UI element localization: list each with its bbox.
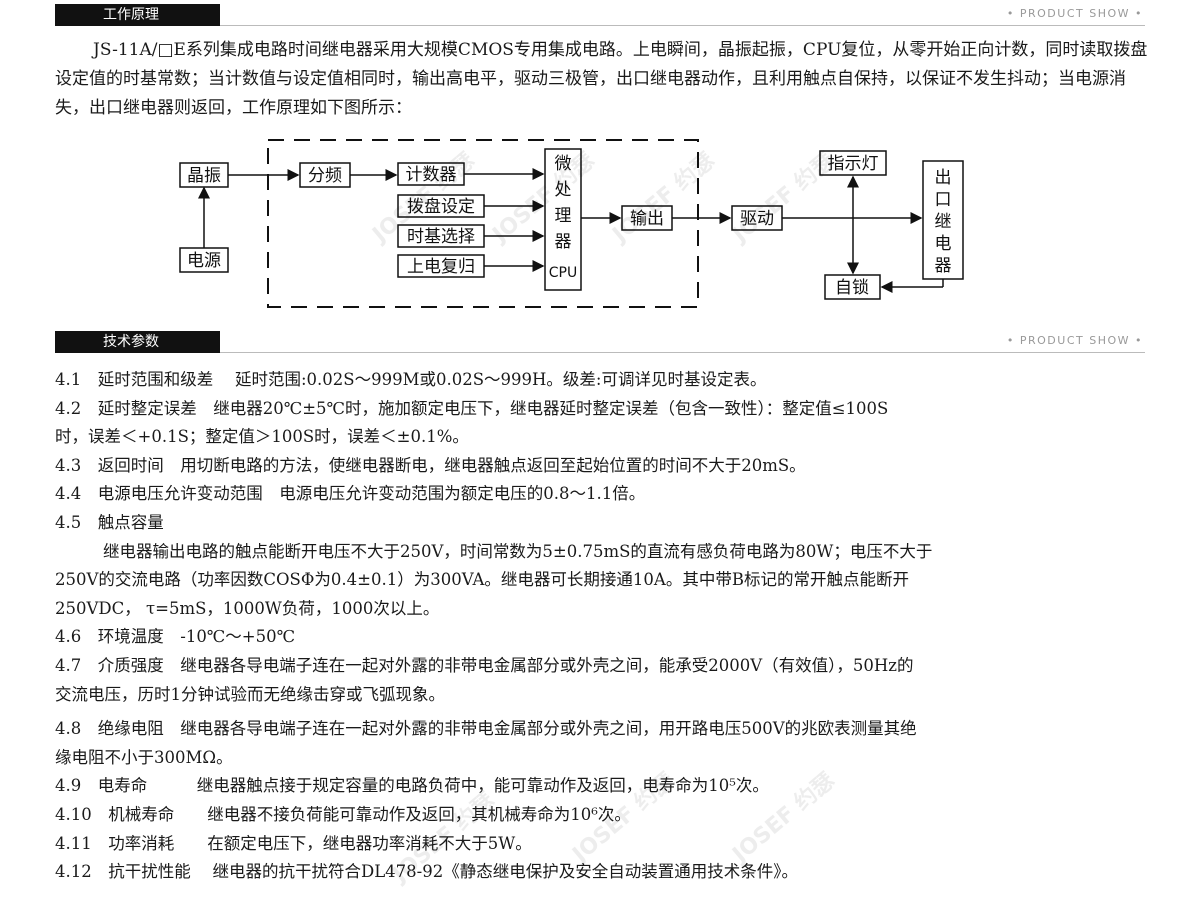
label-crystal: 晶振 [187, 166, 221, 186]
label-cpu-4: 器 [555, 232, 572, 252]
label-timebase: 时基选择 [407, 227, 475, 247]
label-cpu-3: 理 [555, 206, 572, 226]
label-relay-3: 继 [935, 212, 952, 232]
spec-line-4-10: 4.10 机械寿命 继电器不接负荷能可靠动作及返回，其机械寿命为10⁶次。 [55, 804, 631, 824]
label-counter: 计数器 [406, 165, 457, 185]
spec-line-4-2: 4.2 延时整定误差 继电器20℃±5℃时，施加额定电压下，继电器延时整定误差（… [55, 398, 889, 418]
label-cpu-2: 处 [555, 180, 572, 200]
spec-line-4-8: 4.8 绝缘电阻 继电器各导电端子连在一起对外露的非带电金属部分或外壳之间，用开… [55, 719, 917, 739]
product-show-tag: • PRODUCT SHOW • [1004, 7, 1145, 20]
box-divider [299, 162, 351, 188]
divider [220, 25, 1145, 26]
label-cpu-5: CPU [549, 265, 577, 281]
section-header-principle: 工作原理 • PRODUCT SHOW • [55, 4, 1145, 26]
spec-line-4-5: 4.5 触点容量 [55, 512, 164, 532]
box-relay [922, 160, 964, 280]
spec-line-4-9: 4.9 电寿命 继电器触点接于规定容量的电路负荷中，能可靠动作及返回，电寿命为1… [55, 776, 769, 796]
label-relay-1: 出 [935, 168, 952, 188]
section-header-tech: 技术参数 • PRODUCT SHOW • [55, 331, 1145, 353]
label-cpu-1: 微 [555, 154, 572, 174]
spec-line-4-4: 4.4 电源电压允许变动范围 电源电压允许变动范围为额定电压的0.8～1.1倍。 [55, 484, 646, 504]
label-power: 电源 [187, 251, 221, 271]
label-output: 输出 [630, 209, 664, 229]
label-drive: 驱动 [740, 209, 774, 229]
spec-line-4-6: 4.6 环境温度 -10℃～+50℃ [55, 627, 296, 647]
box-cpu [544, 148, 582, 291]
block-diagram: 晶振 电源 分频 计数器 拨盘设定 时基选择 上电复归 微 处 理 器 CPU … [179, 139, 964, 308]
box-power [179, 247, 229, 273]
principle-paragraph: JS-11A/□E系列集成电路时间继电器采用大规模CMOS专用集成电路。上电瞬间… [55, 40, 1148, 118]
spec-line-4-12: 4.12 抗干扰性能 继电器的抗干扰符合DL478-92《静态继电保护及安全自动… [55, 862, 798, 882]
label-relay-2: 口 [935, 190, 952, 210]
label-indicator: 指示灯 [828, 154, 879, 174]
label-divider: 分频 [308, 166, 342, 186]
label-relay-5: 器 [935, 256, 952, 276]
section-title: 工作原理 [55, 4, 220, 26]
spec-list: 4.1 延时范围和级差 延时范围:0.02S～999M或0.02S～999H。级… [55, 366, 1150, 887]
box-selflock [824, 274, 881, 300]
label-reset: 上电复归 [407, 257, 475, 277]
spec-line-4-5-c: 250VDC， τ=5mS，1000W负荷，1000次以上。 [55, 598, 440, 618]
label-dial: 拨盘设定 [407, 197, 475, 217]
spec-line-4-2-cont: 时，误差＜+0.1S；整定值＞100S时，误差＜±0.1%。 [55, 427, 469, 447]
label-relay-4: 电 [935, 234, 952, 254]
spec-line-4-5-a: 继电器输出电路的触点能断开电压不大于250V，时间常数为5±0.75mS的直流有… [103, 541, 933, 561]
box-drive [731, 205, 783, 231]
spec-line-4-3: 4.3 返回时间 用切断电路的方法，使继电器断电，继电器触点返回至起始位置的时间… [55, 455, 806, 475]
spec-line-4-1: 4.1 延时范围和级差 延时范围:0.02S～999M或0.02S～999H。级… [55, 370, 767, 389]
spec-line-4-5-b: 250V的交流电路（功率因数COSΦ为0.4±0.1）为300VA。继电器可长期… [55, 570, 909, 590]
section-title: 技术参数 [55, 331, 220, 353]
spec-line-4-11: 4.11 功率消耗 在额定电压下，继电器功率消耗不大于5W。 [55, 833, 532, 853]
dashed-boundary [267, 139, 699, 308]
product-show-tag: • PRODUCT SHOW • [1004, 334, 1145, 347]
box-indicator [819, 150, 887, 176]
spec-line-4-7-cont: 交流电压，历时1分钟试验而无绝缘击穿或飞弧现象。 [55, 684, 445, 704]
label-selflock: 自锁 [835, 278, 869, 298]
spec-line-4-8-cont: 缘电阻不小于300MΩ。 [55, 747, 233, 767]
divider [220, 352, 1145, 353]
spec-line-4-7: 4.7 介质强度 继电器各导电端子连在一起对外露的非带电金属部分或外壳之间，能承… [55, 655, 914, 675]
